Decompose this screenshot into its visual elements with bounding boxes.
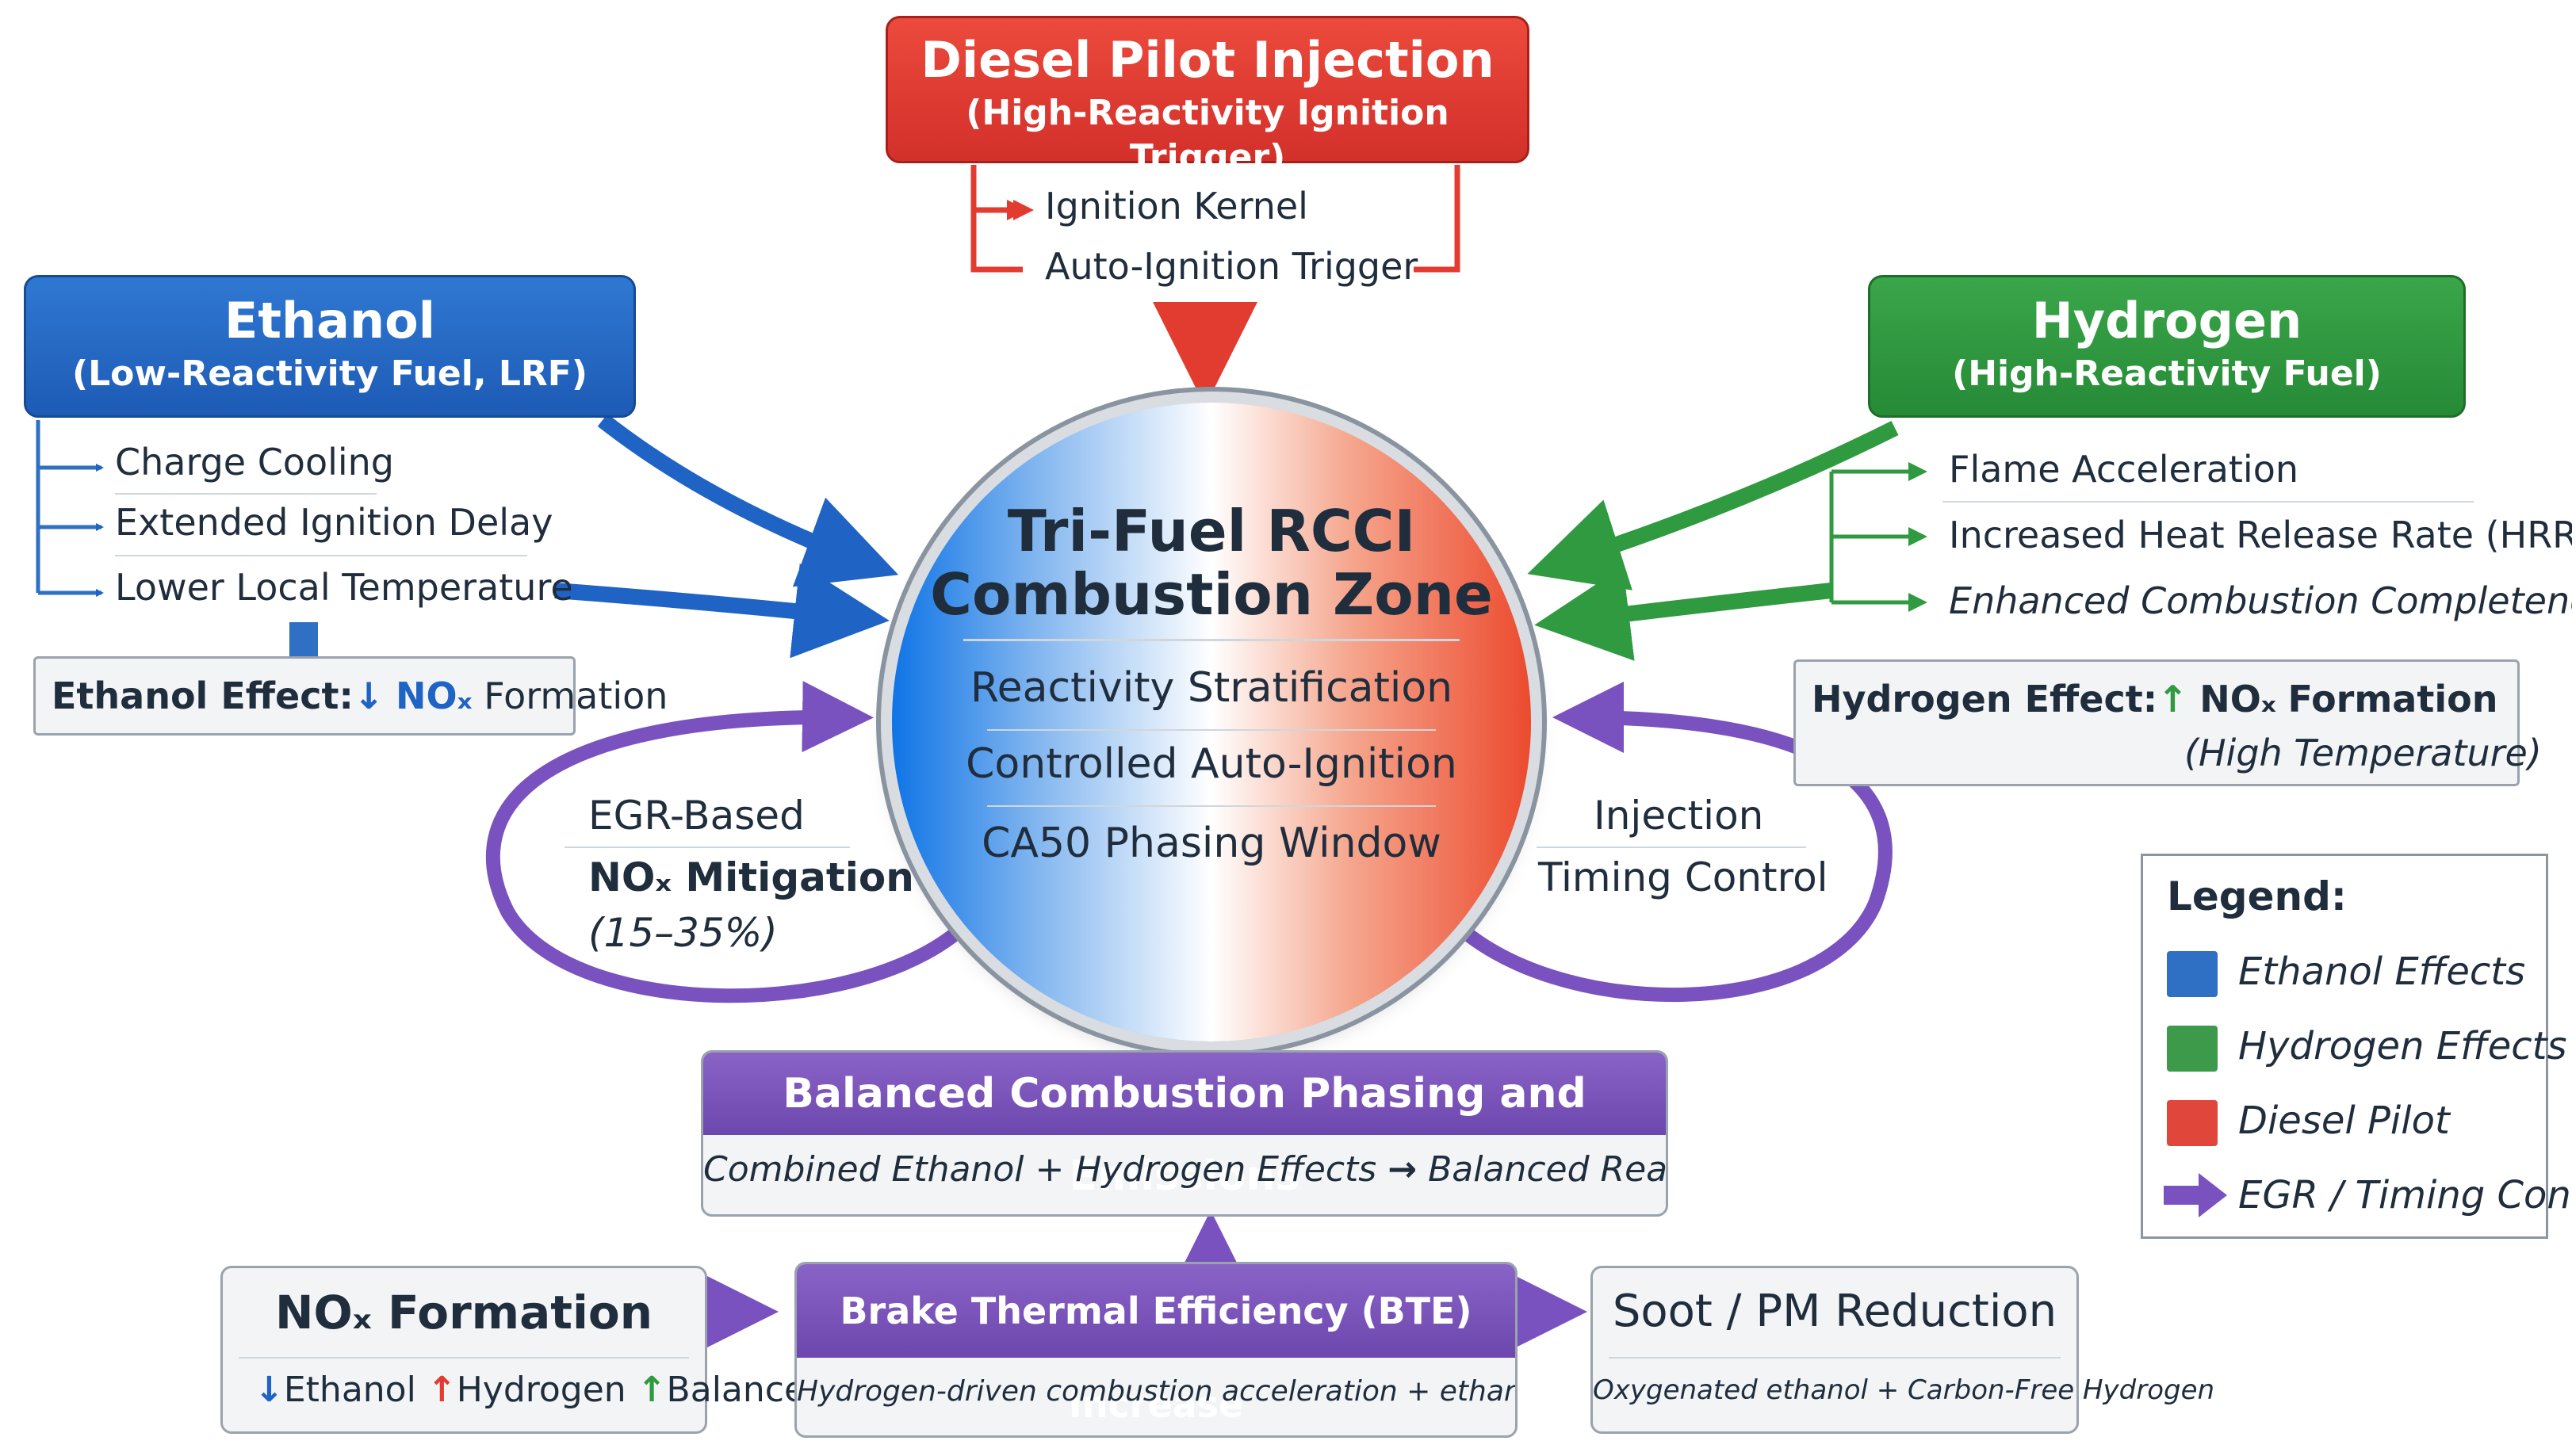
hydrogen-item-completeness: Enhanced Combustion Completeness bbox=[1949, 579, 2572, 622]
hydrogen-effect-box: Hydrogen Effect:↑ NOₓ Formation (High Te… bbox=[1793, 659, 2542, 786]
legend-arrow-icon bbox=[2164, 1173, 2227, 1217]
diesel-title: Diesel Pilot Injection bbox=[920, 31, 1495, 89]
ethanol-header: Ethanol (Low-Reactivity Fuel, LRF) bbox=[24, 275, 636, 418]
ethanol-effect-box: Ethanol Effect:↓ NOₓ Formation bbox=[33, 656, 668, 736]
core-line-stratification: Reactivity Stratification bbox=[970, 664, 1453, 712]
ethanol-subtitle: (Low-Reactivity Fuel, LRF) bbox=[72, 353, 588, 394]
balanced-sub-b: Balanced Reactivity Field bbox=[1428, 1149, 1668, 1190]
core-line-auto-ignition: Controlled Auto-Ignition bbox=[966, 740, 1457, 788]
ethanol-arrow-1 bbox=[597, 414, 899, 587]
hydrogen-arrow-2 bbox=[1534, 566, 1833, 661]
down-arrow-icon: ↓ bbox=[255, 1370, 284, 1410]
timing-loop bbox=[1445, 682, 1893, 1003]
ethanol-stub bbox=[289, 622, 318, 657]
hydrogen-effect-note: (High Temperature) bbox=[2184, 732, 2542, 774]
ethanol-arrow-2 bbox=[554, 563, 890, 659]
bte-title: Brake Thermal Efficiency (BTE) Increase bbox=[797, 1264, 1515, 1426]
ethanol-item-charge-cooling: Charge Cooling bbox=[115, 441, 395, 483]
arrow-right-icon: → bbox=[1387, 1149, 1418, 1190]
nox-item-ethanol: Ethanol bbox=[283, 1370, 416, 1410]
up-arrow-icon: ↑ bbox=[427, 1370, 457, 1410]
timing-label-line1: Injection bbox=[1594, 793, 1764, 839]
balanced-sub-a: Combined Ethanol + Hydrogen Effects bbox=[703, 1149, 1377, 1190]
up-arrow-icon: ↑ bbox=[637, 1370, 667, 1410]
balanced-box: Balanced Combustion Phasing and Emission… bbox=[701, 1050, 1668, 1217]
soot-box: Soot / PM Reduction Oxygenated ethanol +… bbox=[1590, 1266, 2215, 1434]
core-line-ca50: CA50 Phasing Window bbox=[982, 820, 1441, 867]
hydrogen-subtitle: (High-Reactivity Fuel) bbox=[1952, 353, 2382, 394]
timing-label-line2: Timing Control bbox=[1538, 854, 1828, 900]
nox-item-hydrogen: Hydrogen bbox=[456, 1370, 626, 1410]
diesel-subtitle: (High-Reactivity Ignition Trigger) bbox=[966, 93, 1449, 178]
ethanol-effect-nox: NOₓ bbox=[396, 674, 473, 717]
core-title-line2: Combustion Zone bbox=[930, 561, 1493, 628]
nox-title: NOₓ Formation bbox=[274, 1286, 653, 1339]
diesel-item-auto-ignition: Auto-Ignition Trigger bbox=[1045, 245, 1418, 288]
hydrogen-arrow-1 bbox=[1527, 421, 1899, 590]
legend-item-egr: EGR / Timing Control bbox=[2238, 1173, 2572, 1217]
up-arrow-icon: ↑ bbox=[2157, 678, 2188, 720]
ethanol-item-ignition-delay: Extended Ignition Delay bbox=[115, 501, 553, 544]
soot-title: Soot / PM Reduction bbox=[1612, 1286, 2057, 1337]
legend-swatch-ethanol bbox=[2167, 951, 2218, 997]
hydrogen-title: Hydrogen bbox=[2031, 292, 2302, 350]
legend-swatch-hydrogen bbox=[2167, 1026, 2218, 1072]
egr-label-line1: EGR-Based bbox=[588, 793, 805, 839]
egr-label-line2: NOₓ Mitigation bbox=[588, 854, 914, 900]
ethanol-item-lower-temperature: Lower Local Temperature bbox=[115, 566, 573, 609]
ethanol-title: Ethanol bbox=[224, 292, 435, 350]
hydrogen-item-flame-acceleration: Flame Acceleration bbox=[1949, 448, 2298, 491]
ethanol-effect-label: Ethanol Effect: bbox=[52, 674, 354, 717]
core-title-line1: Tri-Fuel RCCI bbox=[1007, 498, 1416, 564]
balanced-title: Balanced Combustion Phasing and Emission… bbox=[703, 1053, 1666, 1200]
bte-note: Hydrogen-driven combustion acceleration … bbox=[797, 1375, 1515, 1408]
legend-title: Legend: bbox=[2167, 873, 2347, 919]
hydrogen-item-hrr: Increased Heat Release Rate (HRR) bbox=[1949, 514, 2572, 556]
diesel-bracket-right bbox=[1414, 165, 1460, 273]
egr-loop bbox=[485, 681, 977, 1003]
legend-item-hydrogen: Hydrogen Effects bbox=[2238, 1024, 2567, 1068]
hydrogen-header: Hydrogen (High-Reactivity Fuel) bbox=[1868, 275, 2466, 418]
soot-note: Oxygenated ethanol + Carbon-Free Hydroge… bbox=[1593, 1374, 2215, 1406]
diesel-item-ignition-kernel: Ignition Kernel bbox=[1045, 185, 1308, 227]
legend-swatch-diesel bbox=[2167, 1100, 2218, 1146]
legend-item-diesel: Diesel Pilot bbox=[2238, 1099, 2450, 1143]
ethanol-bracket bbox=[36, 420, 99, 595]
combustion-zone-circle: Tri-Fuel RCCI Combustion Zone Reactivity… bbox=[892, 403, 1531, 1041]
ethanol-effect-text: Formation bbox=[484, 674, 668, 717]
diesel-bracket bbox=[970, 165, 1023, 273]
legend: Legend: Ethanol Effects Hydrogen Effects… bbox=[2141, 854, 2572, 1239]
hydrogen-effect-text: Formation bbox=[2287, 678, 2498, 720]
legend-item-ethanol: Ethanol Effects bbox=[2238, 950, 2526, 994]
diesel-header: Diesel Pilot Injection (High-Reactivity … bbox=[886, 16, 1529, 178]
hydrogen-effect-label: Hydrogen Effect: bbox=[1812, 678, 2158, 720]
nox-box: NOₓ Formation ↓Ethanol ↑Hydrogen ↑Balanc… bbox=[220, 1266, 828, 1434]
hydrogen-effect-nox: NOₓ bbox=[2199, 678, 2276, 720]
bte-box: Brake Thermal Efficiency (BTE) Increase … bbox=[794, 1262, 1518, 1438]
down-arrow-icon: ↓ bbox=[353, 674, 385, 717]
egr-label-line3: (15–35%) bbox=[588, 910, 778, 956]
